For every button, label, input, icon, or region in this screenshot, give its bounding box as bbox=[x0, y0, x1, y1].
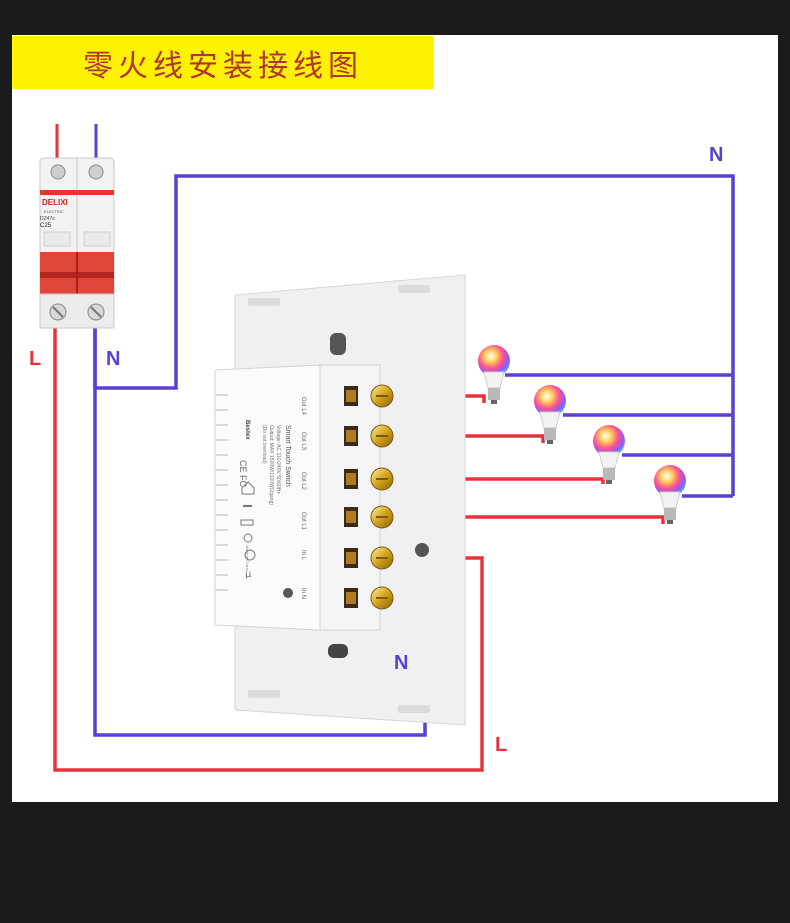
bulb-2-icon bbox=[534, 385, 566, 417]
weee-icon bbox=[243, 505, 252, 507]
out-l1-wire bbox=[396, 515, 665, 524]
mounting-hole-top bbox=[330, 333, 346, 355]
breaker-brand-sub: ELECTRIC bbox=[44, 209, 64, 214]
switch-module: Smart Touch Switch Voltage: AC 110-240V … bbox=[214, 364, 394, 631]
module-made-in: Made in China bbox=[245, 545, 250, 572]
bulb-3 bbox=[593, 425, 625, 484]
breaker-brand: DELIXI bbox=[42, 198, 68, 207]
terminal-label-out-l2: Out L2 bbox=[300, 472, 306, 491]
terminal-out-l2[interactable] bbox=[344, 467, 394, 491]
fuse-icon bbox=[240, 519, 254, 526]
breaker-top-screw-right bbox=[88, 164, 104, 180]
ce-mark-icon: CE FC bbox=[238, 460, 248, 488]
terminal-out-l1[interactable] bbox=[344, 505, 394, 529]
bulb-4 bbox=[654, 465, 686, 524]
bulb-1 bbox=[478, 345, 510, 404]
terminal-label-in-l: In L bbox=[300, 550, 306, 561]
page-title: 零火线安装接线图 bbox=[83, 48, 363, 84]
bulb-2 bbox=[534, 385, 566, 444]
terminal-out-l4[interactable] bbox=[344, 384, 394, 408]
breaker-model: DZ47s bbox=[40, 216, 55, 222]
module-output-text: Output: MAX 1500W/1100W(2gang) bbox=[268, 425, 274, 505]
label-n-top-right: N bbox=[709, 144, 723, 166]
title-banner: 零火线安装接线图 bbox=[12, 36, 434, 89]
house-icon bbox=[241, 481, 255, 495]
breaker-top-screw-left bbox=[50, 164, 66, 180]
label-n-left: N bbox=[106, 348, 120, 370]
terminal-label-in-n: In N bbox=[300, 588, 306, 599]
micro-icon: μ bbox=[245, 569, 252, 580]
logo-badge-icon bbox=[283, 588, 293, 598]
terminal-in-l[interactable] bbox=[344, 546, 394, 570]
mounting-hole-side bbox=[415, 543, 429, 557]
bulb-4-icon bbox=[654, 465, 686, 497]
label-l-left: L bbox=[29, 348, 41, 370]
terminal-label-out-l3: Out L3 bbox=[300, 432, 306, 451]
dial-icon bbox=[244, 549, 256, 561]
bulb-1-icon bbox=[478, 345, 510, 377]
label-n-bottom: N bbox=[394, 652, 408, 674]
breaker-rating: C25 bbox=[40, 223, 52, 229]
bulb-3-icon bbox=[593, 425, 625, 457]
module-product-name: Smart Touch Switch bbox=[284, 425, 291, 487]
mounting-hole-bottom bbox=[328, 644, 348, 658]
light-icon bbox=[243, 533, 253, 543]
module-note-text: (Do not overload) bbox=[261, 425, 267, 464]
module-voltage-text: Voltage: AC 110-240V 50/60Hz bbox=[275, 425, 281, 494]
terminal-label-out-l4: Out L4 bbox=[300, 397, 306, 416]
terminal-label-out-l1: Out L1 bbox=[300, 512, 306, 531]
terminal-block bbox=[344, 384, 394, 610]
terminal-in-n[interactable] bbox=[344, 586, 394, 610]
module-brand: Bestex bbox=[244, 420, 250, 440]
terminal-out-l3[interactable] bbox=[344, 424, 394, 448]
circuit-breaker: DELIXI ELECTRIC DZ47s C25 bbox=[39, 157, 115, 329]
label-l-bottom: L bbox=[495, 734, 507, 756]
